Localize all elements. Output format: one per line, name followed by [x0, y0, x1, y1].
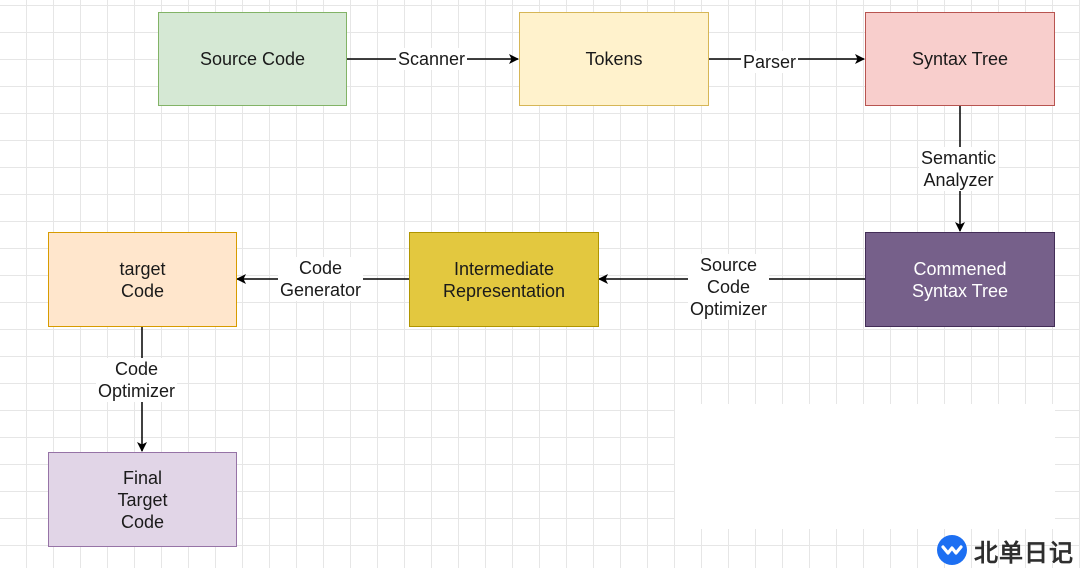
watermark: 北单日记 — [936, 533, 1074, 567]
node-tokens[interactable]: Tokens — [519, 12, 709, 106]
edge-label-code-optimizer: Code Optimizer — [96, 358, 178, 402]
edge-label-code-generator: Code Generator — [278, 257, 364, 301]
node-intermediate-representation[interactable]: Intermediate Representation — [409, 232, 599, 327]
edge-label-semantic-analyzer: Semantic Analyzer — [919, 147, 999, 191]
node-commened-syntax-tree[interactable]: Commened Syntax Tree — [865, 232, 1055, 327]
node-source-code[interactable]: Source Code — [158, 12, 347, 106]
blank-area — [675, 404, 1055, 529]
node-final-target-code[interactable]: Final Target Code — [48, 452, 237, 547]
chevron-check-badge-icon — [937, 535, 967, 565]
edge-label-parser: Parser — [741, 51, 799, 73]
node-syntax-tree[interactable]: Syntax Tree — [865, 12, 1055, 106]
node-target-code[interactable]: target Code — [48, 232, 237, 327]
edge-label-source-code-optimizer: Source Code Optimizer — [688, 254, 770, 320]
watermark-text: 北单日记 — [974, 538, 1074, 567]
edge-label-scanner: Scanner — [396, 48, 468, 70]
